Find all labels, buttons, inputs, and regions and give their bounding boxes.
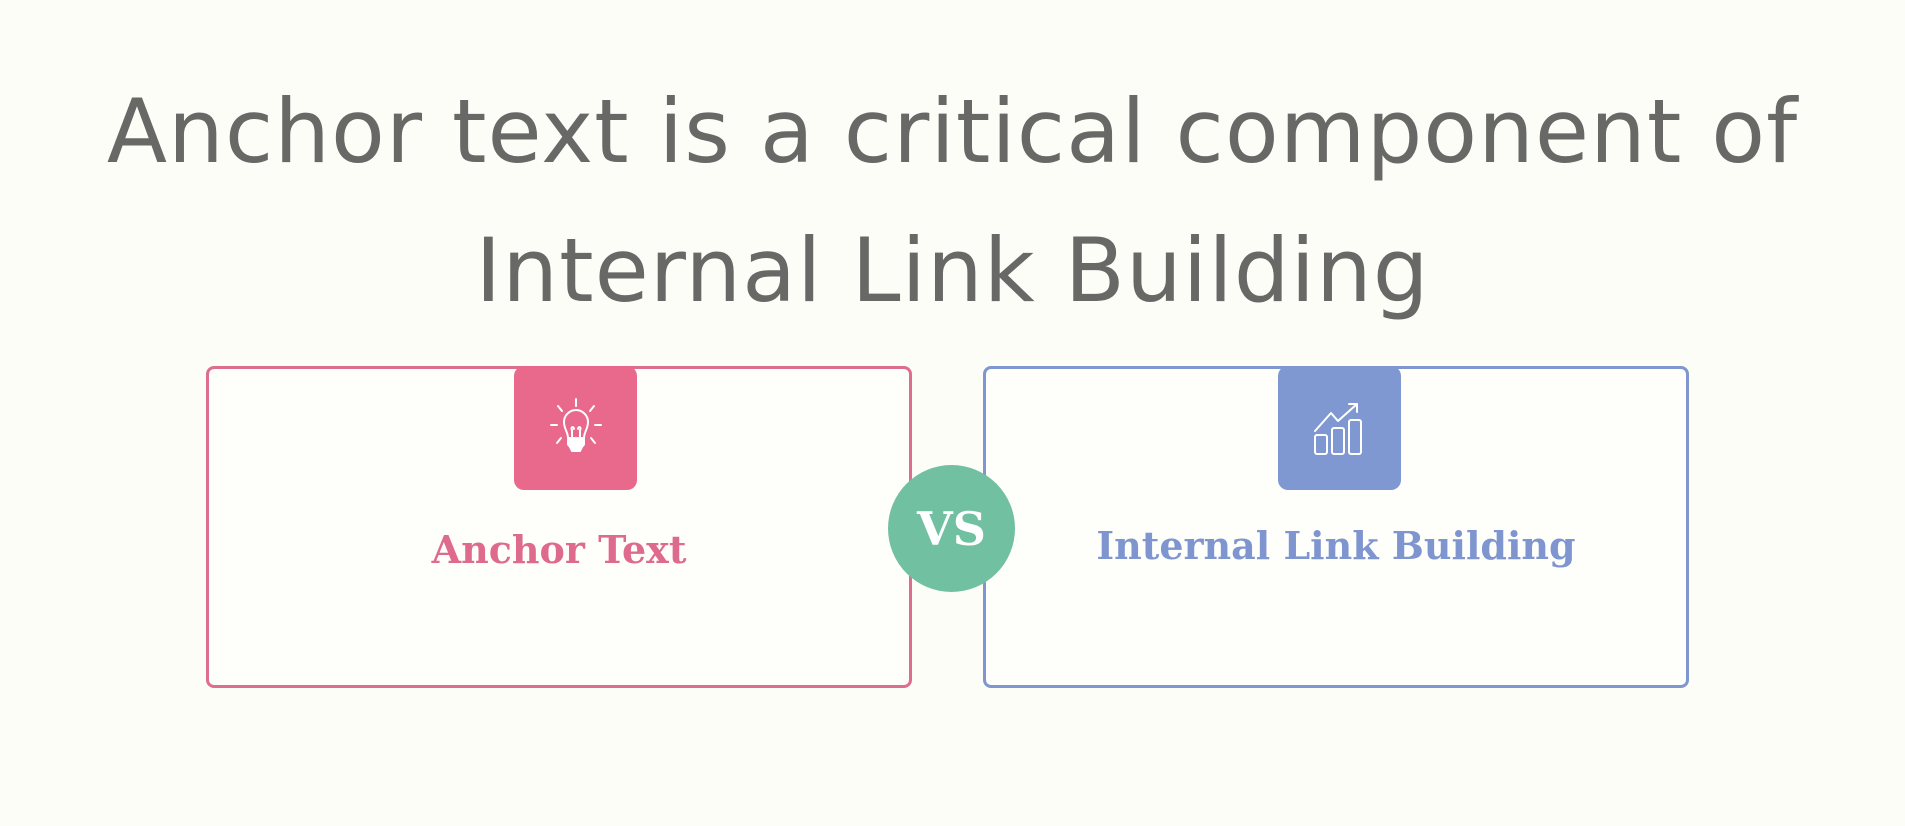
anchor-text-card: Anchor Text: [206, 366, 912, 688]
anchor-text-label: Anchor Text: [431, 527, 687, 572]
anchor-text-icon-tile: [514, 366, 637, 490]
vs-badge: VS: [888, 465, 1015, 592]
growth-chart-icon: [1313, 403, 1362, 455]
internal-link-building-card: Internal Link Building: [983, 366, 1689, 688]
internal-link-icon-tile: [1278, 366, 1401, 490]
title-line-2: Internal Link Building: [475, 219, 1430, 322]
title-line-1: Anchor text is a critical component of: [106, 80, 1799, 183]
internal-link-building-label: Internal Link Building: [1096, 523, 1576, 568]
page-title: Anchor text is a critical component of I…: [0, 62, 1905, 340]
vs-label: VS: [917, 501, 986, 556]
lightbulb-icon: [549, 398, 602, 452]
